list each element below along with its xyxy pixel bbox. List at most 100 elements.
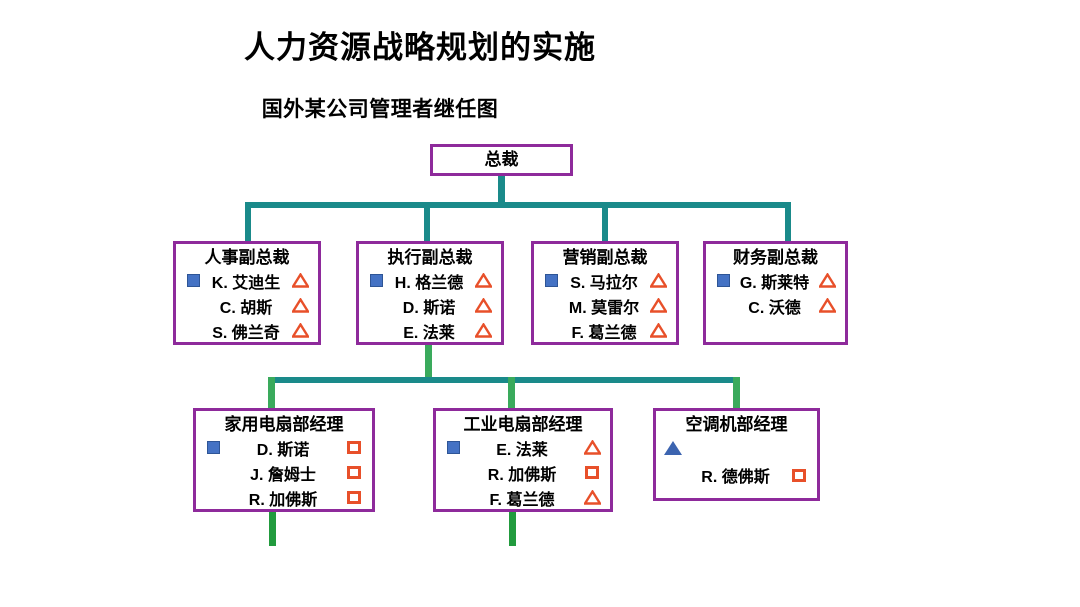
node-title: 空调机部经理: [685, 415, 788, 434]
node-vp-marketing[interactable]: 营销副总裁 S. 马拉尔 M. 莫雷尔 F. 葛兰德: [531, 241, 679, 345]
orange-square-icon: [343, 441, 365, 455]
list-item: [656, 435, 817, 460]
orange-square-icon: [343, 466, 365, 480]
person-name: J. 詹姆士: [250, 466, 316, 484]
orange-triangle-icon: [647, 298, 669, 313]
connector-drop-vp-finance: [785, 202, 791, 242]
person-name: C. 胡斯: [219, 299, 273, 317]
orange-triangle-icon: [289, 273, 311, 288]
person-list: G. 斯莱特 C. 沃德: [706, 268, 845, 338]
list-item[interactable]: K. 艾迪生: [176, 268, 318, 293]
list-item[interactable]: R. 德佛斯: [656, 460, 817, 490]
blue-triangle-icon: [663, 440, 683, 455]
person-name: E. 法莱: [403, 324, 455, 342]
orange-square-icon: [581, 466, 603, 480]
orange-triangle-icon: [472, 323, 494, 338]
blue-square-icon: [443, 441, 463, 455]
list-item[interactable]: C. 沃德: [706, 293, 845, 318]
list-item[interactable]: D. 斯诺: [196, 435, 372, 460]
blue-square-icon: [366, 274, 386, 288]
list-item[interactable]: F. 葛兰德: [534, 318, 676, 343]
blue-square-icon: [203, 441, 223, 455]
node-ceo[interactable]: 总裁: [430, 144, 573, 176]
orange-triangle-icon: [816, 273, 838, 288]
node-vp-exec[interactable]: 执行副总裁 H. 格兰德 D. 斯诺 E. 法莱: [356, 241, 504, 345]
list-item[interactable]: S. 佛兰奇: [176, 318, 318, 343]
orange-square-icon: [343, 491, 365, 505]
connector-tail-industrial-fan: [509, 510, 516, 546]
person-name: S. 马拉尔: [570, 274, 638, 292]
person-name: R. 加佛斯: [487, 466, 557, 484]
orange-triangle-icon: [472, 273, 494, 288]
connector-drop-vp-exec: [424, 202, 430, 242]
person-name: H. 格兰德: [394, 274, 464, 292]
node-title: 人事副总裁: [204, 248, 290, 267]
person-name: M. 莫雷尔: [568, 299, 640, 317]
blue-square-icon: [713, 274, 733, 288]
node-title: 执行副总裁: [387, 248, 473, 267]
list-item[interactable]: E. 法莱: [359, 318, 501, 343]
node-title: 家用电扇部经理: [224, 415, 344, 434]
page-subtitle: 国外某公司管理者继任图: [261, 98, 499, 121]
list-item[interactable]: R. 加佛斯: [436, 460, 610, 485]
person-name: K. 艾迪生: [211, 274, 281, 292]
connector-vp-exec-stem: [425, 345, 432, 381]
list-item[interactable]: S. 马拉尔: [534, 268, 676, 293]
person-list: H. 格兰德 D. 斯诺 E. 法莱: [359, 268, 501, 343]
node-vp-finance[interactable]: 财务副总裁 G. 斯莱特 C. 沃德: [703, 241, 848, 345]
connector-level1-bus: [245, 202, 791, 208]
person-name: F. 葛兰德: [489, 491, 555, 509]
node-mgr-industrial-fan[interactable]: 工业电扇部经理 E. 法莱 R. 加佛斯 F. 葛兰德: [433, 408, 613, 512]
orange-triangle-icon: [581, 490, 603, 505]
list-item[interactable]: H. 格兰德: [359, 268, 501, 293]
list-item[interactable]: M. 莫雷尔: [534, 293, 676, 318]
person-name: E. 法莱: [496, 441, 548, 459]
person-list: S. 马拉尔 M. 莫雷尔 F. 葛兰德: [534, 268, 676, 343]
person-name: S. 佛兰奇: [212, 324, 280, 342]
orange-triangle-icon: [647, 273, 669, 288]
page-title: 人力资源战略规划的实施: [244, 30, 596, 65]
orange-triangle-icon: [289, 323, 311, 338]
person-name: C. 沃德: [748, 299, 801, 317]
person-name: D. 斯诺: [402, 299, 456, 317]
orange-triangle-icon: [581, 440, 603, 455]
orange-triangle-icon: [472, 298, 494, 313]
node-title: 营销副总裁: [562, 248, 648, 267]
person-name: R. 加佛斯: [248, 491, 318, 509]
blue-square-icon: [541, 274, 561, 288]
node-title: 总裁: [484, 150, 519, 170]
list-item[interactable]: F. 葛兰德: [436, 485, 610, 510]
node-title: 工业电扇部经理: [463, 415, 583, 434]
node-title: 财务副总裁: [733, 248, 818, 267]
node-vp-hr[interactable]: 人事副总裁 K. 艾迪生 C. 胡斯 S. 佛兰奇: [173, 241, 321, 345]
list-item[interactable]: D. 斯诺: [359, 293, 501, 318]
person-name: D. 斯诺: [256, 441, 310, 459]
person-list: E. 法莱 R. 加佛斯 F. 葛兰德: [436, 435, 610, 510]
connector-drop-vp-hr: [245, 202, 251, 242]
connector-drop-mgr-aircon: [733, 377, 740, 409]
orange-triangle-icon: [289, 298, 311, 313]
person-name: F. 葛兰德: [571, 324, 637, 342]
list-item[interactable]: J. 詹姆士: [196, 460, 372, 485]
node-mgr-aircon[interactable]: 空调机部经理 R. 德佛斯: [653, 408, 820, 501]
person-list: K. 艾迪生 C. 胡斯 S. 佛兰奇: [176, 268, 318, 343]
connector-ceo-stem: [498, 175, 505, 205]
person-name: R. 德佛斯: [701, 469, 770, 487]
list-item[interactable]: E. 法莱: [436, 435, 610, 460]
person-name: G. 斯莱特: [739, 274, 810, 292]
person-list: D. 斯诺 J. 詹姆士 R. 加佛斯: [196, 435, 372, 510]
orange-square-icon: [788, 468, 810, 482]
list-item[interactable]: C. 胡斯: [176, 293, 318, 318]
person-list: R. 德佛斯: [656, 435, 817, 494]
orange-triangle-icon: [647, 323, 669, 338]
connector-drop-mgr-home-fan: [268, 377, 275, 409]
connector-drop-vp-marketing: [602, 202, 608, 242]
blue-square-icon: [183, 274, 203, 288]
list-item[interactable]: R. 加佛斯: [196, 485, 372, 510]
connector-tail-home-fan: [269, 510, 276, 546]
list-item[interactable]: G. 斯莱特: [706, 268, 845, 293]
orange-triangle-icon: [816, 298, 838, 313]
connector-level2-bus: [268, 377, 740, 383]
node-mgr-home-fan[interactable]: 家用电扇部经理 D. 斯诺 J. 詹姆士 R. 加佛斯: [193, 408, 375, 512]
